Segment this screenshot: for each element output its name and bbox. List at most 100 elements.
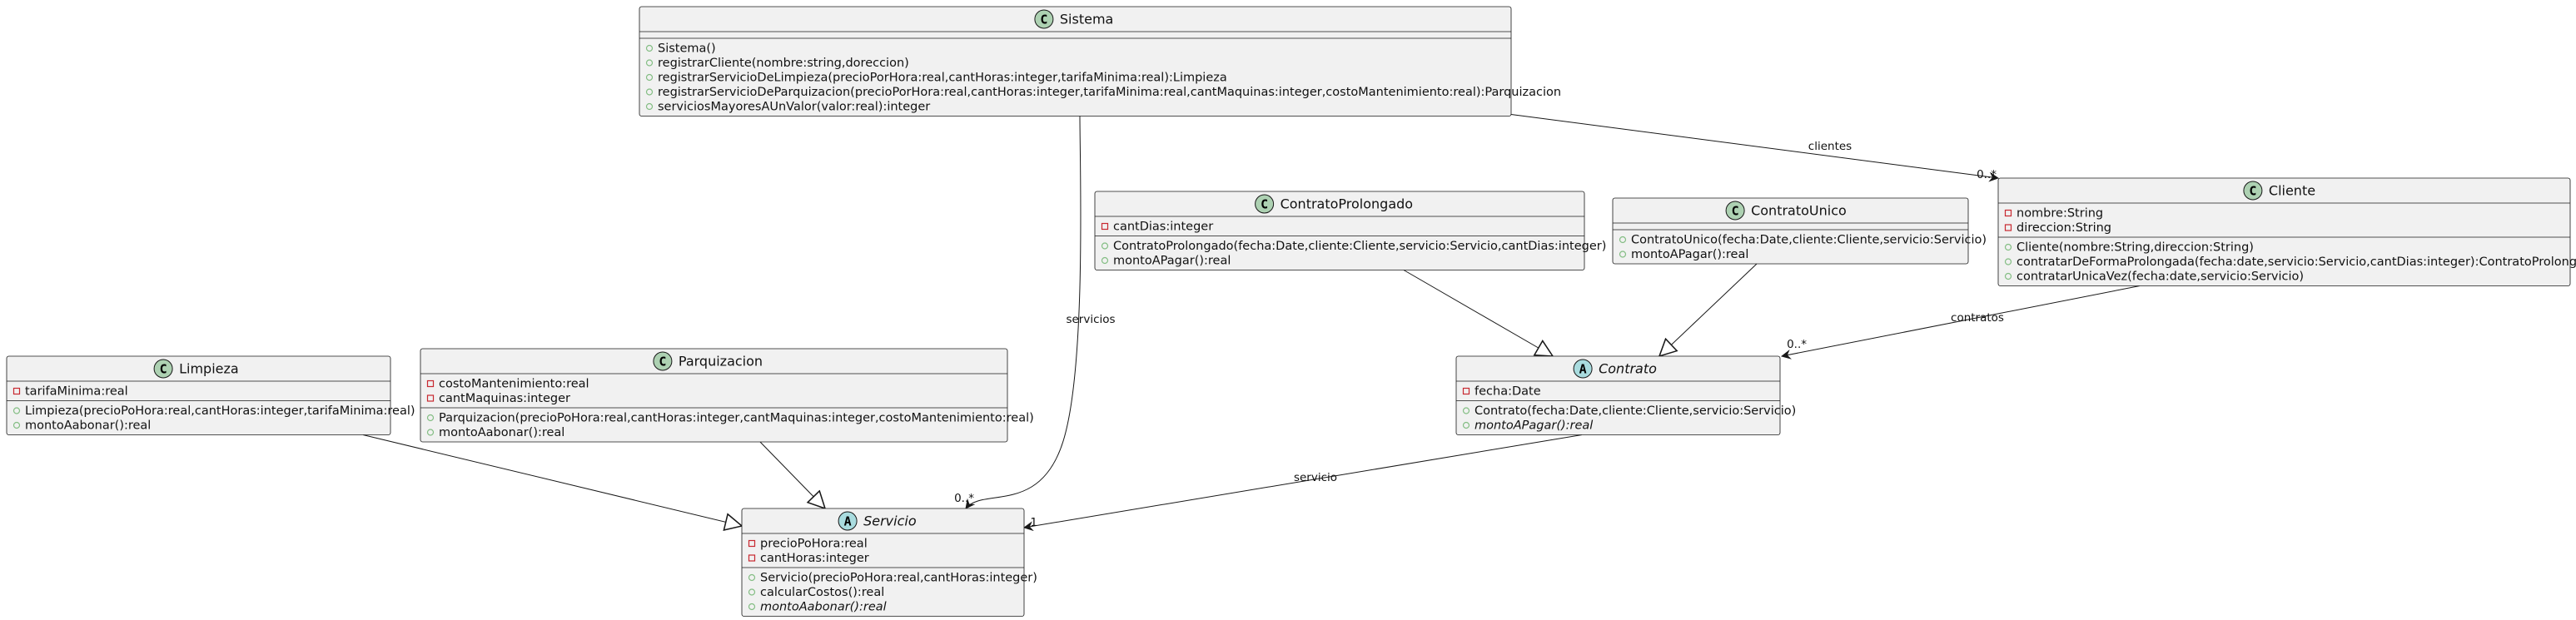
relation-limpieza-servicio	[362, 434, 742, 527]
class-name: Limpieza	[179, 361, 239, 377]
public-visibility-icon	[645, 102, 654, 111]
class-box	[1997, 177, 2571, 286]
class-box	[639, 6, 1512, 117]
class-box	[6, 355, 391, 435]
public-visibility-icon	[1101, 242, 1109, 250]
multiplicity-label: 0..*	[954, 492, 974, 505]
class-method: Contrato(fecha:Date,cliente:Cliente,serv…	[1474, 404, 1796, 418]
public-visibility-icon	[1619, 236, 1627, 244]
class-method: Sistema()	[658, 42, 716, 56]
public-visibility-icon	[748, 603, 756, 611]
class-contrato: A Contrato fecha:DateContrato(fecha:Date,c…	[1455, 355, 1796, 435]
relation-sistema-servicio: servicios 0..*	[954, 116, 1116, 509]
public-visibility-icon	[426, 414, 435, 422]
public-visibility-icon	[2004, 258, 2012, 265]
relation-parquizacion-servicio	[759, 441, 825, 508]
inheritance-arrow	[759, 441, 825, 508]
svg-text:C: C	[1040, 12, 1047, 27]
public-visibility-icon	[1462, 421, 1470, 429]
relation-unico-contrato	[1659, 263, 1758, 356]
class-method: montoAabonar():real	[439, 426, 564, 439]
class-attribute: tarifaMinima:real	[25, 385, 128, 399]
class-icon: C	[653, 351, 673, 371]
svg-text:C: C	[2249, 184, 2256, 199]
class-name: ContratoUnico	[1751, 203, 1847, 219]
relation-label: servicios	[1066, 313, 1115, 326]
public-visibility-icon	[748, 573, 756, 582]
private-visibility-icon	[748, 554, 756, 562]
private-visibility-icon	[426, 379, 435, 388]
public-visibility-icon	[645, 44, 654, 52]
private-visibility-icon	[1462, 387, 1470, 395]
class-method: Servicio(precioPoHora:real,cantHoras:int…	[760, 572, 1037, 585]
public-visibility-icon	[1101, 256, 1109, 265]
class-attribute: precioPoHora:real	[760, 538, 868, 551]
class-method: montoAabonar():real	[25, 419, 151, 433]
public-visibility-icon	[645, 59, 654, 67]
class-method: ContratoProlongado(fecha:Date,cliente:Cl…	[1113, 240, 1606, 253]
class-attribute: nombre:String	[2017, 207, 2103, 221]
class-icon: C	[1034, 9, 1054, 29]
class-attribute: fecha:Date	[1474, 385, 1541, 399]
association-arrow	[965, 116, 1082, 509]
public-visibility-icon	[645, 73, 654, 82]
svg-text:A: A	[844, 514, 852, 529]
svg-text:C: C	[1261, 197, 1268, 212]
class-method: montoAabonar():real	[760, 601, 887, 614]
private-visibility-icon	[2004, 209, 2012, 217]
svg-text:C: C	[1732, 204, 1739, 219]
class-method: registrarCliente(nombre:string,doreccion…	[658, 57, 909, 70]
svg-text:C: C	[659, 355, 666, 370]
public-visibility-icon	[12, 421, 21, 429]
class-box	[420, 348, 1008, 443]
inheritance-arrow	[1659, 263, 1758, 356]
class-name: Parquizacion	[679, 354, 763, 370]
class-icon: C	[1255, 194, 1275, 214]
private-visibility-icon	[12, 387, 21, 395]
class-name: Contrato	[1599, 361, 1657, 377]
class-method: Parquizacion(precioPoHora:real,cantHoras…	[439, 412, 1034, 425]
class-box	[741, 508, 1025, 617]
class-attribute: direccion:String	[2017, 221, 2111, 235]
public-visibility-icon	[2004, 243, 2012, 251]
public-visibility-icon	[12, 407, 21, 414]
multiplicity-label: 0..*	[1787, 338, 1807, 351]
class-limpieza: C Limpieza tarifaMinima:realLimpieza(preci…	[6, 355, 415, 435]
class-method: contratarDeFormaProlongada(fecha:date,se…	[2017, 255, 2576, 269]
class-method: montoAPagar():real	[1113, 255, 1231, 268]
class-attribute: cantDias:integer	[1113, 221, 1213, 234]
svg-text:A: A	[1579, 362, 1587, 377]
multiplicity-label: 1	[1030, 516, 1037, 529]
class-icon: C	[2243, 181, 2263, 201]
class-method: Limpieza(precioPoHora:real,cantHoras:int…	[25, 404, 415, 418]
association-arrow	[1781, 285, 2141, 360]
public-visibility-icon	[1462, 407, 1470, 414]
class-method: registrarServicioDeLimpieza(precioPorHor…	[658, 72, 1227, 85]
public-visibility-icon	[2004, 272, 2012, 280]
class-method: registrarServicioDeParquizacion(precioPo…	[658, 86, 1561, 99]
class-icon: C	[1725, 201, 1745, 221]
inheritance-arrow	[1403, 270, 1553, 357]
svg-text:C: C	[160, 362, 167, 377]
public-visibility-icon	[748, 588, 756, 596]
private-visibility-icon	[1101, 222, 1109, 231]
relation-label: clientes	[1808, 140, 1852, 153]
inheritance-arrow	[362, 434, 742, 527]
relation-label: contratos	[1951, 311, 2004, 325]
class-method: montoAPagar():real	[1631, 248, 1748, 261]
class-sistema: C SistemaSistema()registrarCliente(nombre…	[639, 6, 1561, 117]
relation-cliente-contrato: contratos 0..*	[1781, 285, 2141, 360]
abstract-class-icon: A	[1573, 359, 1593, 379]
class-method: Cliente(nombre:String,direccion:String)	[2017, 241, 2254, 255]
class-icon: C	[153, 359, 173, 379]
class-name: Sistema	[1060, 12, 1113, 27]
private-visibility-icon	[748, 539, 756, 548]
class-method: contratarUnicaVez(fecha:date,servicio:Se…	[2017, 270, 2304, 284]
relation-label: servicio	[1294, 471, 1337, 484]
class-method: montoAPagar():real	[1474, 419, 1593, 433]
